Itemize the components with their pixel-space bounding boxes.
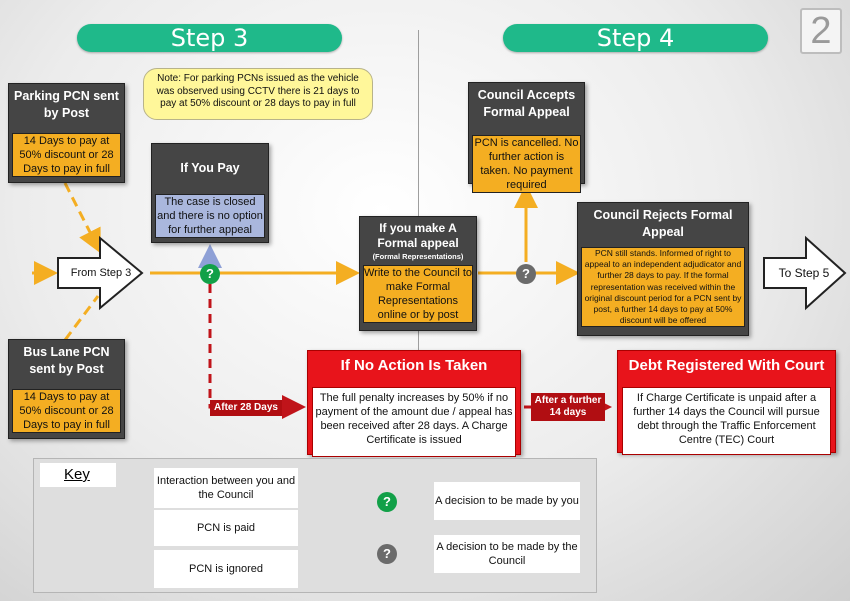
to-step-label: To Step 5 [778, 266, 830, 280]
if-you-pay-body: The case is closed and there is no optio… [155, 194, 265, 238]
bus-lane-pcn-body: 14 Days to pay at 50% discount or 28 Day… [12, 389, 121, 433]
key-label-decision-you: A decision to be made by you [434, 482, 580, 520]
key-panel: Key Interaction between you and the Coun… [33, 458, 597, 593]
key-label-ignored: PCN is ignored [154, 550, 298, 588]
from-step-arrow-shape [57, 235, 144, 311]
key-label-decision-council: A decision to be made by the Council [434, 535, 580, 573]
step4-label: Step 4 [503, 24, 768, 52]
key-title: Key [64, 466, 90, 483]
council-accepts-title: Council Accepts Formal Appeal [477, 88, 576, 119]
key-title-box: Key [40, 463, 116, 487]
formal-appeal-body: Write to the Council to make Formal Repr… [363, 265, 473, 323]
debt-body: If Charge Certificate is unpaid after a … [622, 387, 831, 455]
after-28-days-tag: After 28 Days [210, 400, 282, 416]
council-accepts-body: PCN is cancelled. No further action is t… [472, 135, 581, 193]
key-label-paid: PCN is paid [154, 510, 298, 546]
dashed-line-parking [63, 182, 101, 254]
no-action-title: If No Action Is Taken [340, 357, 488, 374]
if-you-pay-box: If You Pay The case is closed and there … [151, 143, 269, 243]
council-rejects-box: Council Rejects Formal Appeal PCN still … [577, 202, 749, 336]
debt-title: Debt Registered With Court [628, 357, 825, 374]
after-14-days-tag: After a further 14 days [531, 393, 605, 421]
parking-pcn-box: Parking PCN sent by Post 14 Days to pay … [8, 83, 125, 183]
step3-label: Step 3 [77, 24, 342, 52]
bus-lane-pcn-title: Bus Lane PCN sent by Post [23, 345, 110, 376]
debt-box: Debt Registered With Court If Charge Cer… [617, 350, 836, 455]
no-action-box: If No Action Is Taken The full penalty i… [307, 350, 521, 457]
council-accepts-box: Council Accepts Formal Appeal PCN is can… [468, 82, 585, 193]
council-rejects-title: Council Rejects Formal Appeal [593, 208, 733, 239]
key-decision-you-icon: ? [377, 492, 397, 512]
ignored-line [208, 284, 306, 419]
decision-you-icon: ? [200, 264, 220, 284]
no-action-body: The full penalty increases by 50% if no … [312, 387, 516, 457]
dashed-line-buslane [63, 295, 100, 341]
parking-pcn-title: Parking PCN sent by Post [14, 89, 119, 120]
key-decision-council-icon: ? [377, 544, 397, 564]
from-step-label: From Step 3 [70, 267, 132, 279]
decision-council-icon: ? [516, 264, 536, 284]
key-label-interaction: Interaction between you and the Council [154, 468, 298, 508]
bus-lane-pcn-box: Bus Lane PCN sent by Post 14 Days to pay… [8, 339, 125, 439]
parking-pcn-body: 14 Days to pay at 50% discount or 28 Day… [12, 133, 121, 177]
if-you-pay-title: If You Pay [180, 161, 240, 175]
page-number: 2 [800, 8, 842, 54]
to-step-arrow-shape [763, 235, 847, 311]
formal-appeal-subtitle: (Formal Representations) [372, 252, 464, 261]
formal-appeal-title: If you make A Formal appeal [377, 221, 459, 250]
formal-appeal-box: If you make A Formal appeal (Formal Repr… [359, 216, 477, 331]
council-rejects-body: PCN still stands. Informed of right to a… [581, 247, 745, 328]
cctv-note: Note: For parking PCNs issued as the veh… [143, 68, 373, 120]
